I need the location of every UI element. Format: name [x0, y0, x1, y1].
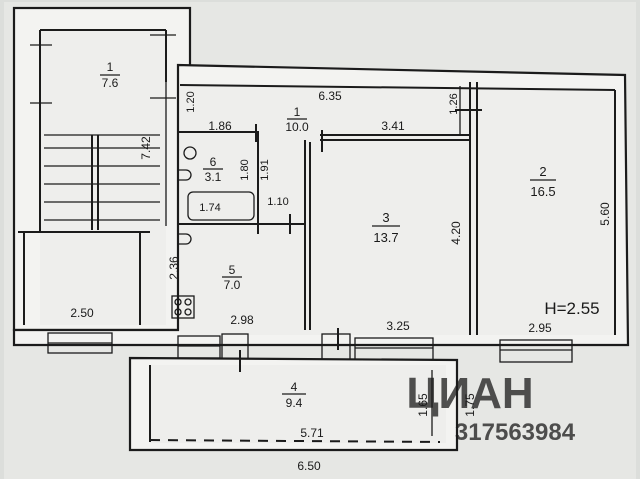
interior-walls: [177, 82, 482, 350]
dim-1-10: 1.10: [267, 196, 288, 208]
loggia: [128, 350, 459, 452]
room-6-label: 6 3.1: [203, 155, 223, 184]
dim-1-74: 1.74: [199, 202, 220, 214]
room-4-label: 4 9.4: [282, 380, 306, 410]
dim-2-95: 2.95: [528, 321, 552, 335]
dimension-labels: 6.35 1.20 1.26 1.86 3.41 7.42 1.80 1.91 …: [70, 89, 612, 473]
stairwell-walls: [12, 6, 192, 332]
toilet-icon: [178, 169, 192, 181]
dim-4-20: 4.20: [449, 221, 463, 245]
dim-1-75: 1.75: [463, 393, 477, 417]
room-4-area: 9.4: [286, 396, 303, 410]
sink-icon: [183, 146, 197, 160]
dim-7-42: 7.42: [139, 136, 153, 160]
watermark-id: 317563984: [455, 419, 576, 446]
room-3-label: 3 13.7: [372, 210, 400, 245]
dim-2-36: 2.36: [167, 256, 181, 280]
dimension-lines: [165, 82, 461, 436]
room-5-area: 7.0: [224, 278, 241, 292]
stove-icon: [171, 295, 195, 319]
room-1-label: 1 7.6: [100, 60, 120, 90]
fixtures: [171, 146, 255, 319]
dim-1-20: 1.20: [185, 91, 197, 112]
sink-icon-kitchen: [178, 233, 192, 245]
room-2-number: 2: [539, 164, 546, 179]
stair-steps: [18, 34, 176, 325]
room-1-area: 7.6: [102, 76, 119, 90]
room-6-number: 6: [210, 155, 217, 169]
room-6-area: 3.1: [205, 170, 222, 184]
room-5-label: 5 7.0: [222, 263, 242, 292]
dim-5-71: 5.71: [300, 426, 324, 440]
watermark: ЦИАН 317563984: [406, 369, 575, 446]
dim-2-98: 2.98: [230, 313, 254, 327]
dim-1-86: 1.86: [208, 119, 232, 133]
dim-1-80: 1.80: [239, 159, 251, 180]
dim-1-26: 1.26: [448, 93, 460, 114]
room-4-number: 4: [291, 380, 298, 394]
watermark-brand: ЦИАН: [406, 369, 533, 418]
room-3-number: 3: [382, 210, 389, 225]
room-2-area: 16.5: [530, 184, 555, 199]
apartment-walls: [12, 63, 630, 347]
dim-6-50: 6.50: [297, 459, 321, 473]
room-1-number: 1: [107, 60, 114, 74]
dim-1-91: 1.91: [259, 159, 271, 180]
dim-2-50: 2.50: [70, 306, 94, 320]
room-corridor-area: 10.0: [285, 120, 309, 134]
bathtub-icon: [187, 191, 255, 221]
room-5-number: 5: [229, 263, 236, 277]
dim-5-60: 5.60: [598, 202, 612, 226]
dim-3-25: 3.25: [386, 319, 410, 333]
room-3-area: 13.7: [373, 230, 398, 245]
dim-3-41: 3.41: [381, 119, 405, 133]
room-corridor-number: 1: [294, 105, 301, 119]
dim-1-65: 1.65: [416, 393, 430, 417]
room-2-label: 2 16.5: [530, 164, 556, 199]
room-corridor-label: 1 10.0: [285, 105, 309, 134]
ceiling-height-label: H=2.55: [544, 299, 599, 318]
dim-6-35: 6.35: [318, 89, 342, 103]
